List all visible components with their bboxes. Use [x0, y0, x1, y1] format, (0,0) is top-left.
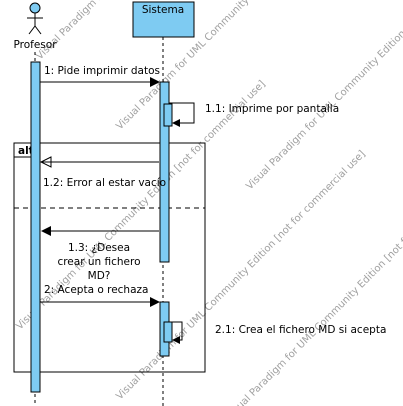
actor-label: Profesor: [13, 39, 57, 51]
message-1-2-label: 1.2: Error al estar vacío: [43, 177, 166, 189]
message-1-1-arrow: [169, 102, 195, 124]
message-1-2-arrowhead: [39, 156, 52, 168]
message-1-3-arrowhead: [41, 226, 51, 236]
message-1-3-label-line2: crear un fichero: [57, 256, 140, 268]
message-1-3-label-line3: MD?: [88, 270, 111, 282]
alt-fragment-label: alt: [18, 145, 34, 157]
actor-icon: [27, 2, 43, 35]
message-1-3-label-line1: 1.3: ¿Desea: [68, 242, 130, 254]
watermark-layer: Visual Paradigm for UML Community Editio…: [14, 0, 403, 406]
message-2-1-label: 2.1: Crea el fichero MD si acepta: [215, 324, 386, 336]
message-1-arrowhead: [150, 77, 160, 87]
system-activation-1: [159, 81, 170, 263]
watermark: Visual Paradigm for UML Community Editio…: [244, 0, 403, 192]
message-1-label: 1: Pide imprimir datos: [44, 65, 160, 77]
alt-fragment: [13, 142, 206, 373]
message-1-1-label: 1.1: Imprime por pantalla: [205, 103, 339, 115]
system-lifeline-box: [132, 1, 195, 38]
message-2-label: 2: Acepta o rechaza: [44, 284, 148, 296]
actor-activation: [30, 61, 41, 393]
message-2-1-arrowhead: [172, 336, 180, 344]
message-2-arrowhead: [150, 297, 160, 307]
message-1-1-arrowhead: [172, 119, 180, 127]
system-activation-2-1: [163, 321, 173, 343]
system-activation-1-1: [163, 103, 173, 127]
system-label: Sistema: [142, 4, 184, 16]
